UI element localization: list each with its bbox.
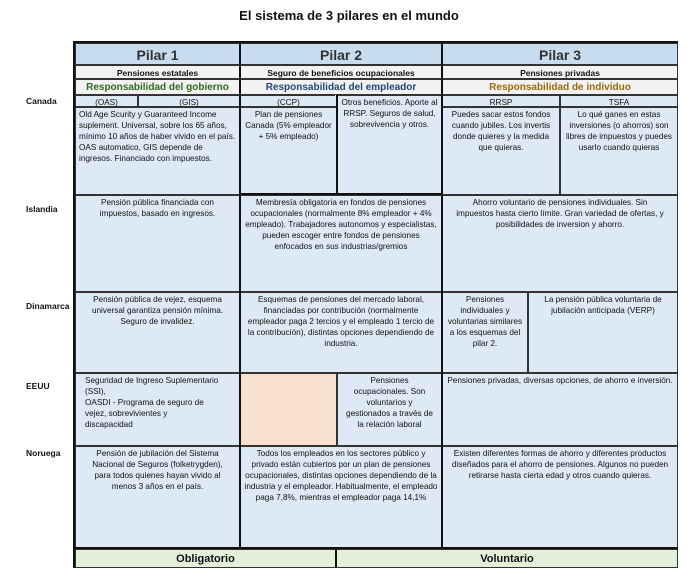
row-label-islandia: Islandia [26,204,58,214]
column-divider [335,549,337,568]
islandia-pilar-2: Membresía obligatoria en fondos de pensi… [240,195,442,292]
canada-pilar-3-rrsp: Puedes sacar estos fondos cuando jubiles… [442,107,560,195]
eeuu-pilar-2-ocupacionales: Pensiones ocupacionales. Son voluntarios… [337,373,442,446]
footer-voluntario: Voluntario [336,549,678,568]
row-label-noruega: Noruega [26,448,61,458]
pillar-table: Pilar 1 Pilar 2 Pilar 3 Pensiones estata… [73,41,678,568]
eeuu-pilar-3: Pensiones privadas, diversas opciones, d… [442,373,678,446]
canada-pilar-2-ccp: Plan de pensiones Canada (5% empleador +… [240,107,337,195]
eeuu-pilar-1: Seguridad de Ingreso Suplementario (SSI)… [75,373,240,446]
islandia-pilar-3: Ahorro voluntario de pensiones individua… [442,195,678,292]
page-title: El sistema de 3 pilares en el mundo [239,8,459,23]
row-label-eeuu: EEUU [26,381,50,391]
row-label-dinamarca: Dinamarca [26,301,70,311]
pilar-3-subtitle: Pensiones privadas [442,65,678,79]
column-divider [441,43,443,549]
canada-gis-tag: (GIS) [138,95,240,107]
pilar-3-responsibility: Responsabilidad de individuo [442,79,678,95]
row-label-canada: Canada [26,96,57,106]
column-divider [336,95,338,195]
eeuu-pilar-2-empty [240,373,337,446]
pilar-1-subtitle: Pensiones estatales [75,65,240,79]
pilar-2-header: Pilar 2 [240,43,442,65]
canada-oas-tag: (OAS) [75,95,138,107]
noruega-pilar-2: Todos los empleados en los sectores públ… [240,446,442,549]
dinamarca-pilar-3-verp: La pensión pública voluntaria de jubilac… [528,292,678,373]
pilar-3-header: Pilar 3 [442,43,678,65]
column-divider [75,547,678,549]
noruega-pilar-3: Existen diferentes formas de ahorro y di… [442,446,678,549]
pilar-1-header: Pilar 1 [75,43,240,65]
dinamarca-pilar-2: Esquemas de pensiones del mercado labora… [240,292,442,373]
column-divider [240,193,442,195]
dinamarca-pilar-3-individual: Pensiones individuales y voluntarias sim… [442,292,528,373]
noruega-pilar-1: Pensión de jubilación del Sistema Nacion… [75,446,240,549]
pilar-2-responsibility: Responsabilidad del empleador [240,79,442,95]
eeuu-ssi: Seguridad de Ingreso Suplementario (SSI)… [85,376,219,396]
canada-rrsp-tag: RRSP [442,95,560,107]
canada-pilar-1: Old Age Scurity y Guaranteed Income supl… [75,107,240,195]
canada-pilar-2-otros: Otros beneficios. Aporte al RRSP. Seguro… [337,95,442,195]
footer-obligatorio: Obligatorio [75,549,336,568]
column-divider [239,43,241,549]
pilar-2-subtitle: Seguro de beneficios ocupacionales [240,65,442,79]
canada-pilar-3-tsfa: Lo qué ganes en estas inversiones (o aho… [560,107,678,195]
dinamarca-pilar-1: Pensión pública de vejez, esquema univer… [75,292,240,373]
islandia-pilar-1: Pensión pública financiada con impuestos… [75,195,240,292]
canada-tsfa-tag: TSFA [560,95,678,107]
eeuu-oasdi: OASDI - Programa de seguro de vejez, sob… [85,398,204,429]
canada-ccp-tag: (CCP) [240,95,337,107]
pilar-1-responsibility: Responsabilidad del gobierno [75,79,240,95]
